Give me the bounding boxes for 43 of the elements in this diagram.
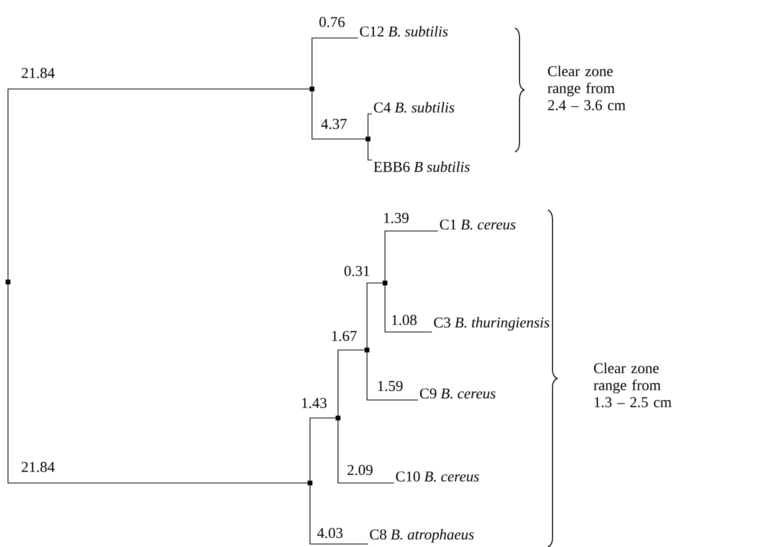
branch-length: 21.84	[20, 460, 56, 474]
branch-line	[338, 420, 394, 484]
branch-point	[364, 348, 370, 352]
branch-length: 4.37	[320, 118, 348, 130]
branch-line	[384, 285, 432, 332]
branch-length: 4.03	[316, 526, 344, 540]
branch-length: 1.59	[376, 380, 404, 392]
branch-line	[8, 284, 308, 484]
branch-point	[6, 280, 10, 284]
leaf-label: C10 B. cereus	[396, 471, 479, 482]
leaf-label: EBB6 B subtilis	[374, 161, 470, 172]
branch-line	[310, 485, 368, 544]
branch-line	[384, 230, 438, 281]
leaf-label: C1 B. cereus	[440, 219, 516, 230]
leaf-label: C9 B. cereus	[420, 388, 496, 399]
leaf-label: C8 B. atrophaeus	[370, 529, 474, 543]
range-note: Clear zone range from 1.3 – 2.5 cm	[594, 362, 672, 408]
branch-line	[310, 418, 336, 481]
range-note: Clear zone range from 2.4 – 3.6 cm	[548, 66, 626, 110]
branch-point	[382, 280, 388, 286]
branch-line	[366, 282, 383, 348]
branch-length: 0.76	[318, 16, 346, 28]
branch-length: 1.08	[390, 314, 418, 326]
branch-line	[338, 350, 365, 416]
branch-line	[368, 114, 372, 137]
branch-point	[366, 136, 370, 142]
branch-length: 1.39	[382, 212, 410, 224]
leaf-label: C3 B. thuringiensis	[434, 317, 550, 331]
branch-point	[336, 416, 340, 420]
branch-line	[8, 88, 310, 280]
branch-length: 21.84	[20, 66, 56, 80]
branch-line	[366, 352, 418, 400]
branch-point	[308, 480, 312, 486]
branch-length: 1.67	[330, 330, 358, 342]
leaf-label: C12 B. subtilis	[360, 26, 448, 37]
branch-line	[368, 141, 372, 160]
branch-length: 0.31	[342, 264, 372, 278]
branch-point	[310, 86, 314, 92]
branch-line	[312, 91, 366, 140]
branch-line	[312, 38, 358, 87]
branch-length: 1.43	[300, 396, 328, 410]
branch-length: 2.09	[346, 464, 374, 476]
leaf-label: C4 B. subtilis	[374, 102, 454, 113]
